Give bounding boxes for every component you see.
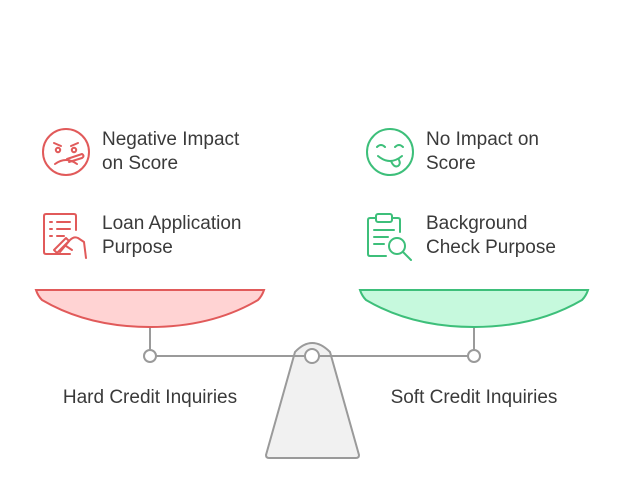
right-pivot [467, 349, 481, 363]
left-item-purpose-line1: Loan Application [102, 213, 242, 234]
left-pivot [143, 349, 157, 363]
left-item-impact: Negative Impact on Score [40, 126, 239, 178]
right-item-impact-line2: Score [426, 153, 476, 174]
right-caption: Soft Credit Inquiries [390, 387, 558, 408]
left-item-impact-line1: Negative Impact [102, 129, 240, 150]
right-item-impact: No Impact on Score [364, 126, 539, 178]
left-item-purpose-line2: Purpose [102, 237, 173, 258]
left-item-purpose: Loan Application Purpose [40, 210, 241, 262]
right-item-purpose-line2: Check Purpose [426, 237, 556, 258]
left-caption: Hard Credit Inquiries [62, 387, 238, 408]
right-item-impact-line1: No Impact on [426, 129, 539, 150]
scale-stand [264, 342, 361, 459]
right-pan [358, 289, 590, 329]
left-pan [34, 289, 266, 329]
background-check-icon [367, 213, 412, 261]
right-item-purpose: Background Check Purpose [364, 210, 556, 262]
smiling-face-icon [366, 128, 414, 176]
loan-application-icon [43, 213, 87, 259]
center-pivot [304, 348, 320, 364]
frowning-face-icon [42, 128, 90, 176]
left-item-impact-line2: on Score [102, 153, 179, 174]
right-item-purpose-line1: Background [426, 213, 528, 234]
